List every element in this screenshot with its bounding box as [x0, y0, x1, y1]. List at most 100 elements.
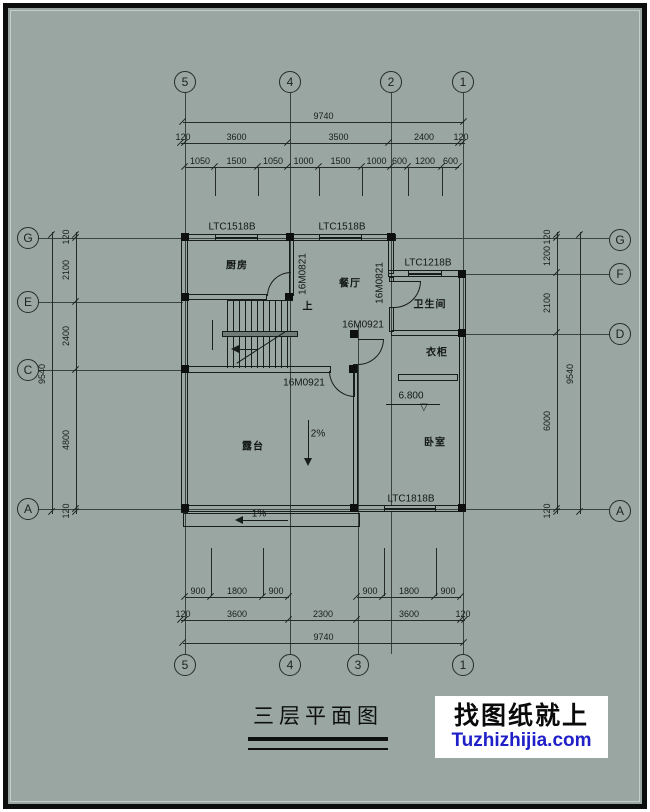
dimension-label: 9740	[313, 111, 334, 121]
witness-line	[384, 548, 385, 596]
column	[350, 330, 358, 338]
witness-line	[408, 168, 409, 196]
drawing-line	[386, 404, 440, 405]
grid-line-vertical	[358, 325, 359, 654]
dimension-label: 120	[453, 132, 469, 142]
column	[387, 233, 395, 241]
door-swing	[358, 339, 384, 365]
dimension-line	[183, 122, 464, 123]
dimension-label: 9740	[313, 632, 334, 642]
dimension-label: 900	[268, 586, 284, 596]
room-label-bedroom: 卧室	[424, 437, 446, 449]
witness-line	[258, 168, 259, 196]
witness-line	[442, 168, 443, 196]
wall	[398, 374, 458, 381]
grid-line-vertical	[290, 93, 291, 654]
room-label-stairs-up: 上	[302, 301, 314, 313]
column	[181, 504, 189, 512]
door-code-label: 16M0821	[374, 262, 386, 304]
dimension-label: 1500	[226, 156, 247, 166]
drawing-line	[212, 320, 213, 350]
stair-handrail	[222, 331, 298, 337]
wall	[181, 234, 188, 513]
dimension-label: 120	[455, 609, 471, 619]
wall	[459, 270, 466, 512]
door-code-label: 16M0921	[283, 377, 325, 389]
slope-1pct-arrowhead	[231, 516, 243, 524]
dimension-label: 6000	[542, 410, 552, 432]
dimension-label: 120	[175, 132, 191, 142]
dimension-line	[181, 143, 465, 144]
grid-line-vertical	[391, 93, 392, 654]
dimension-label: 120	[175, 609, 191, 619]
witness-line	[319, 168, 320, 196]
dimension-label: 1200	[414, 156, 436, 166]
axis-circle-F: F	[609, 263, 631, 285]
axis-circle-5: 5	[174, 654, 196, 676]
dimension-label: 600	[442, 156, 459, 166]
dimension-line	[357, 597, 461, 598]
column	[181, 233, 189, 241]
door-swing	[267, 272, 291, 296]
dimension-label: 2100	[61, 259, 71, 281]
column	[181, 293, 189, 301]
witness-line	[436, 548, 437, 596]
axis-circle-G: G	[17, 227, 39, 249]
room-label-terrace: 露台	[242, 441, 264, 453]
axis-circle-3: 3	[347, 654, 369, 676]
axis-circle-D: D	[609, 323, 631, 345]
drawing-line	[394, 281, 421, 282]
axis-circle-2: 2	[380, 71, 402, 93]
column	[181, 365, 189, 373]
column	[458, 504, 466, 512]
dimension-label: 2100	[542, 292, 552, 314]
title-underline-thin	[248, 748, 388, 750]
dimension-label: 3600	[226, 132, 247, 142]
column	[285, 293, 293, 301]
grid-line-horizontal	[39, 370, 183, 371]
axis-circle-5: 5	[174, 71, 196, 93]
drawing-line	[308, 420, 309, 460]
dimension-line	[557, 232, 558, 514]
axis-circle-4: 4	[279, 71, 301, 93]
axis-circle-1: 1	[452, 654, 474, 676]
dimension-label: 900	[362, 586, 378, 596]
window-code-label: LTC1518B	[208, 221, 256, 233]
axis-circle-C: C	[17, 359, 39, 381]
elevation-value: 6.800	[398, 390, 424, 402]
title-underline-thick	[248, 737, 388, 741]
axis-circle-A: A	[609, 500, 631, 522]
witness-line	[263, 548, 264, 596]
dimension-label: 600	[391, 156, 408, 166]
grid-line-horizontal	[462, 274, 609, 275]
door-code-label: 16M0821	[297, 253, 309, 295]
window-symbol	[319, 234, 362, 241]
grid-line-vertical	[463, 93, 464, 654]
dimension-label: 120	[61, 228, 71, 245]
drawing-line	[358, 339, 384, 340]
column	[286, 233, 294, 241]
dimension-label: 2300	[312, 609, 334, 619]
dimension-line	[185, 167, 459, 168]
drawing-title-block: 三层平面图	[248, 700, 388, 750]
wall	[389, 307, 394, 332]
dimension-label: 900	[190, 586, 206, 596]
window-code-label: LTC1818B	[387, 493, 435, 505]
column	[350, 504, 358, 512]
grid-line-vertical	[185, 93, 186, 654]
slope-2pct-label: 2%	[310, 428, 326, 440]
axis-circle-4: 4	[279, 654, 301, 676]
grid-line-horizontal	[39, 509, 609, 510]
dimension-label: 120	[542, 502, 552, 519]
slope-2pct-arrowhead	[304, 458, 312, 470]
dimension-label: 1000	[366, 156, 387, 166]
wall	[183, 513, 360, 527]
drawing-title: 三层平面图	[253, 705, 383, 728]
dimension-label: 9540	[565, 363, 575, 384]
dimension-label: 3500	[328, 132, 349, 142]
column	[458, 270, 466, 278]
dimension-label: 1800	[398, 586, 420, 596]
dimension-line	[76, 232, 77, 514]
